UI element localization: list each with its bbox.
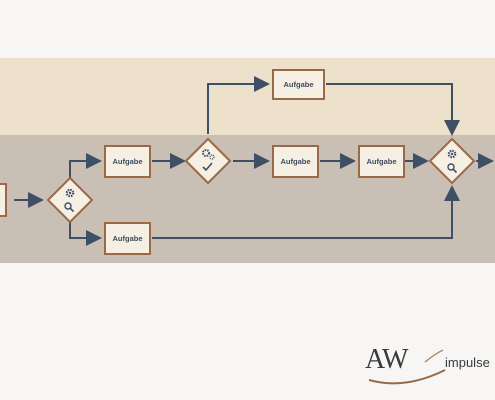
logo-swoosh (368, 349, 446, 385)
task-middle-2[interactable]: Aufgabe (272, 145, 319, 178)
task-middle-1[interactable]: Aufgabe (104, 145, 151, 178)
task-partial-left (0, 183, 7, 217)
magnifier-icon (447, 163, 458, 174)
checkmark-icon (202, 162, 213, 172)
arrow-gateway1-to-task-middle1 (69, 153, 102, 182)
gear-icon (202, 149, 215, 160)
arrow-gateway1-to-task-lower (69, 222, 102, 246)
arrow-task-lower-to-gateway3 (152, 185, 460, 239)
gateway-2 (184, 137, 232, 185)
logo-suffix: impulse (445, 355, 490, 370)
task-middle-3[interactable]: Aufgabe (358, 145, 405, 178)
gear-icon (65, 188, 75, 198)
aw-impulse-logo: AW impulse (365, 340, 495, 390)
gateway-3 (428, 137, 476, 185)
arrow-task-upper-to-gateway3 (326, 83, 460, 136)
magnifier-icon (64, 202, 75, 213)
task-upper[interactable]: Aufgabe (272, 69, 325, 100)
arrow-gateway2-to-task-upper (207, 76, 270, 134)
gear-icon (447, 149, 457, 159)
logo-brand: AW (365, 344, 408, 375)
task-lower[interactable]: Aufgabe (104, 222, 151, 255)
gateway-1 (46, 176, 94, 224)
lane-top (0, 58, 495, 135)
